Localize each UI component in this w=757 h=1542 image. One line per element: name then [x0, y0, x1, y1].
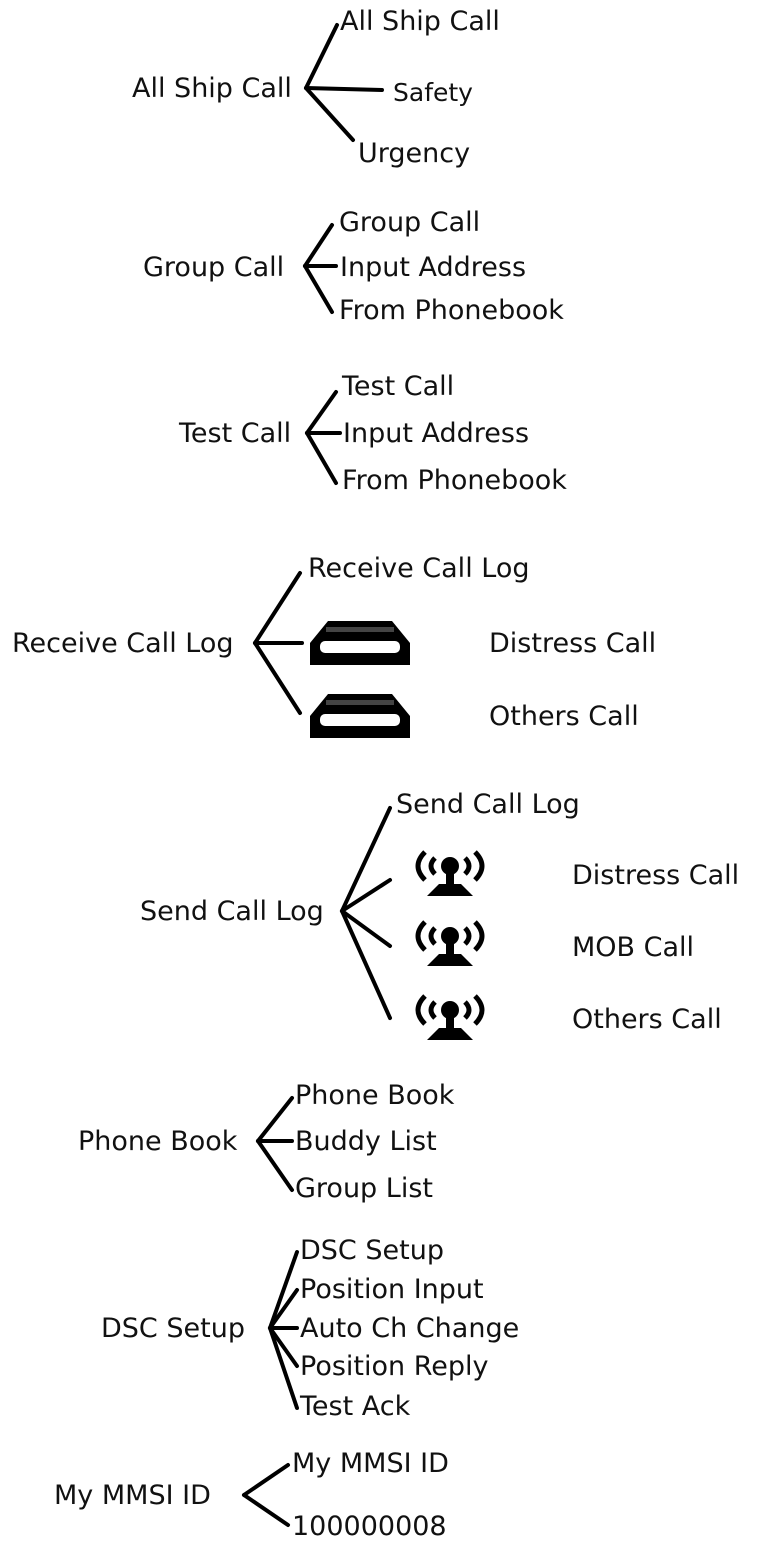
- others-call-item: Others Call: [572, 1004, 722, 1035]
- input-address-item: Input Address: [340, 252, 527, 283]
- all-ship-call-item: All Ship Call: [340, 6, 500, 37]
- mob-call-item: MOB Call: [572, 932, 695, 963]
- dsc-setup-root: DSC Setup: [101, 1313, 245, 1344]
- my-mmsi-id-item: My MMSI ID: [292, 1448, 449, 1479]
- send-call-log-root: Send Call Log: [140, 896, 324, 927]
- group-call-item: Group Call: [339, 207, 481, 238]
- distress-call-item: Distress Call: [572, 860, 740, 891]
- position-input-item: Position Input: [300, 1274, 484, 1305]
- position-reply-item: Position Reply: [300, 1351, 489, 1382]
- all-ship-call-root: All Ship Call: [132, 73, 292, 104]
- phone-book-root: Phone Book: [78, 1126, 238, 1157]
- inbox-tray-icon: [310, 621, 410, 665]
- input-address-item: Input Address: [343, 418, 530, 449]
- test-call-item: Test Call: [342, 371, 455, 402]
- buddy-list-item: Buddy List: [295, 1126, 437, 1157]
- auto-ch-change-item: Auto Ch Change: [300, 1313, 520, 1344]
- others-call-item: Others Call: [489, 701, 639, 732]
- safety-item: Safety: [393, 78, 473, 107]
- phone-book-item: Phone Book: [295, 1080, 455, 1111]
- from-phonebook-item: From Phonebook: [342, 465, 567, 496]
- from-phonebook-item: From Phonebook: [339, 295, 564, 326]
- receive-call-log-root: Receive Call Log: [12, 628, 234, 659]
- test-ack-item: Test Ack: [300, 1391, 411, 1422]
- group-list-item: Group List: [295, 1173, 433, 1204]
- send-call-log-item: Send Call Log: [396, 789, 580, 820]
- my-mmsi-id-root: My MMSI ID: [54, 1480, 211, 1511]
- broadcast-antenna-icon: [415, 850, 485, 896]
- broadcast-antenna-icon: [415, 994, 485, 1040]
- broadcast-antenna-icon: [415, 920, 485, 966]
- mmsi-number-value: 100000008: [292, 1511, 447, 1542]
- distress-call-item: Distress Call: [489, 628, 657, 659]
- dsc-setup-item: DSC Setup: [300, 1235, 444, 1266]
- inbox-tray-icon: [310, 694, 410, 738]
- urgency-item: Urgency: [358, 138, 471, 169]
- group-call-root: Group Call: [143, 252, 285, 283]
- receive-call-log-item: Receive Call Log: [308, 553, 530, 584]
- test-call-root: Test Call: [179, 418, 292, 449]
